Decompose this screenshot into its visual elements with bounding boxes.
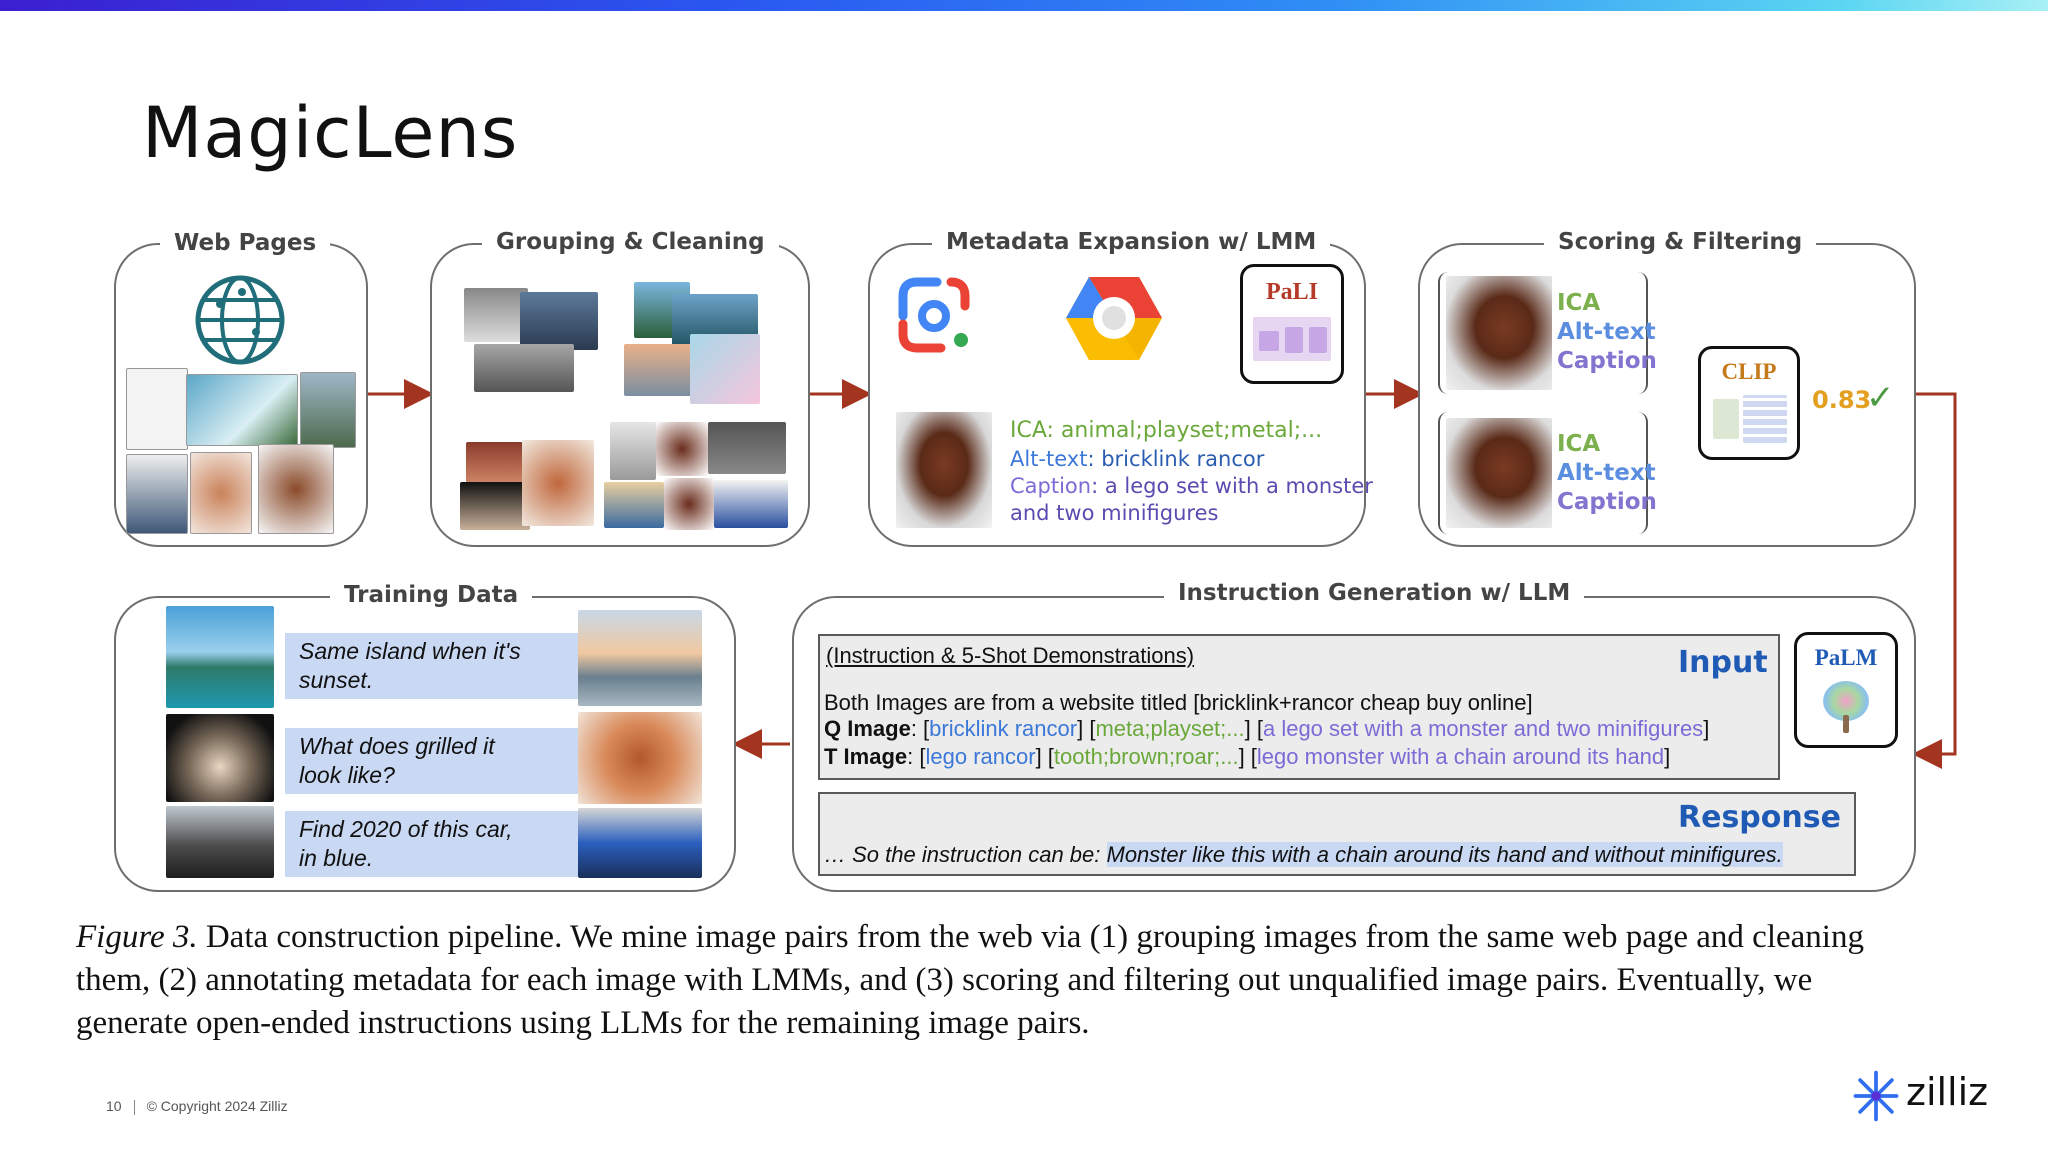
grill-query-image bbox=[166, 714, 274, 802]
prompt-header: (Instruction & 5-Shot Demonstrations) bbox=[826, 643, 1195, 668]
metadata-alt-text: Alt-text: bricklink rancor bbox=[1010, 447, 1265, 471]
training-data-label: Training Data bbox=[330, 582, 533, 608]
instruction-generation-label: Instruction Generation w/ LLM bbox=[1164, 580, 1585, 606]
score-caption-bottom: Caption bbox=[1557, 489, 1657, 515]
clip-model-card: CLIP bbox=[1698, 346, 1800, 460]
grouping-cleaning-label: Grouping & Cleaning bbox=[482, 229, 779, 255]
response-label: Response bbox=[1678, 800, 1841, 835]
zilliz-logo-icon bbox=[1853, 1070, 1899, 1122]
metadata-expansion-label: Metadata Expansion w/ LMM bbox=[932, 229, 1331, 255]
input-label: Input bbox=[1678, 645, 1768, 680]
figure-caption: Figure 3. Data construction pipeline. We… bbox=[76, 916, 2006, 1045]
response-line: … So the instruction can be: Monster lik… bbox=[824, 842, 1783, 867]
training-instruction-3: Find 2020 of this car,in blue. bbox=[285, 811, 581, 877]
top-image-bracket bbox=[1438, 272, 1648, 394]
web-pages-label: Web Pages bbox=[160, 230, 331, 256]
slide-title: MagicLens bbox=[142, 92, 519, 174]
caption-line-2: them, (2) annotating metadata for each i… bbox=[76, 962, 1813, 998]
webpage-screenshot-collage bbox=[124, 368, 356, 536]
score-ica-top: ICA bbox=[1557, 290, 1601, 316]
prompt-t-image: T Image: [lego rancor] [tooth;brown;roar… bbox=[824, 744, 1671, 769]
score-alt-top: Alt-text bbox=[1557, 319, 1656, 345]
check-icon: ✓ bbox=[1866, 378, 1895, 418]
palm-model-card: PaLM bbox=[1794, 632, 1898, 748]
island-query-image bbox=[166, 606, 274, 708]
page-number: 10 bbox=[106, 1098, 122, 1114]
monster-image-top bbox=[1446, 276, 1552, 390]
globe-icon bbox=[195, 275, 285, 365]
pali-model-card: PaLI bbox=[1240, 264, 1344, 384]
score-ica-bottom: ICA bbox=[1557, 431, 1601, 457]
scoring-filtering-label: Scoring & Filtering bbox=[1544, 229, 1817, 255]
caption-line-3: generate open-ended instructions using L… bbox=[76, 1005, 1090, 1041]
bottom-image-bracket bbox=[1438, 412, 1648, 534]
slide-footer: 10 © Copyright 2024 Zilliz bbox=[106, 1098, 288, 1115]
metadata-caption-cont: and two minifigures bbox=[1010, 501, 1219, 525]
palm-label: PaLM bbox=[1814, 645, 1878, 670]
caption-line-1: Figure 3. Data construction pipeline. We… bbox=[76, 919, 1864, 955]
accent-gradient-bar bbox=[0, 0, 2048, 11]
grouped-images-collage bbox=[460, 282, 790, 530]
island-sunset-image bbox=[578, 610, 702, 706]
monster-image-bottom bbox=[1446, 418, 1552, 528]
score-caption-top: Caption bbox=[1557, 348, 1657, 374]
google-cloud-icon bbox=[1066, 277, 1162, 360]
score-alt-bottom: Alt-text bbox=[1557, 460, 1656, 486]
prompt-line-1: Both Images are from a website titled [b… bbox=[824, 690, 1533, 715]
google-lens-icon bbox=[898, 277, 970, 353]
metadata-caption: Caption: a lego set with a monster bbox=[1010, 474, 1373, 498]
input-prompt-panel bbox=[818, 634, 1780, 780]
copyright: © Copyright 2024 Zilliz bbox=[146, 1098, 288, 1114]
metadata-ica: ICA: animal;playset;metal;... bbox=[1010, 418, 1323, 443]
lego-monster-image bbox=[896, 412, 992, 528]
clip-score: 0.83 bbox=[1812, 386, 1872, 414]
grilled-chicken-image bbox=[578, 712, 702, 804]
clip-label: CLIP bbox=[1721, 359, 1777, 384]
brand-name: zilliz bbox=[1906, 1070, 1989, 1114]
blue-truck-image bbox=[578, 808, 702, 878]
arrow-scoring-to-instruction bbox=[1880, 392, 1957, 769]
truck-query-image bbox=[166, 806, 274, 878]
prompt-q-image: Q Image: [bricklink rancor] [meta;playse… bbox=[824, 716, 1710, 741]
pali-label: PaLI bbox=[1265, 279, 1318, 305]
